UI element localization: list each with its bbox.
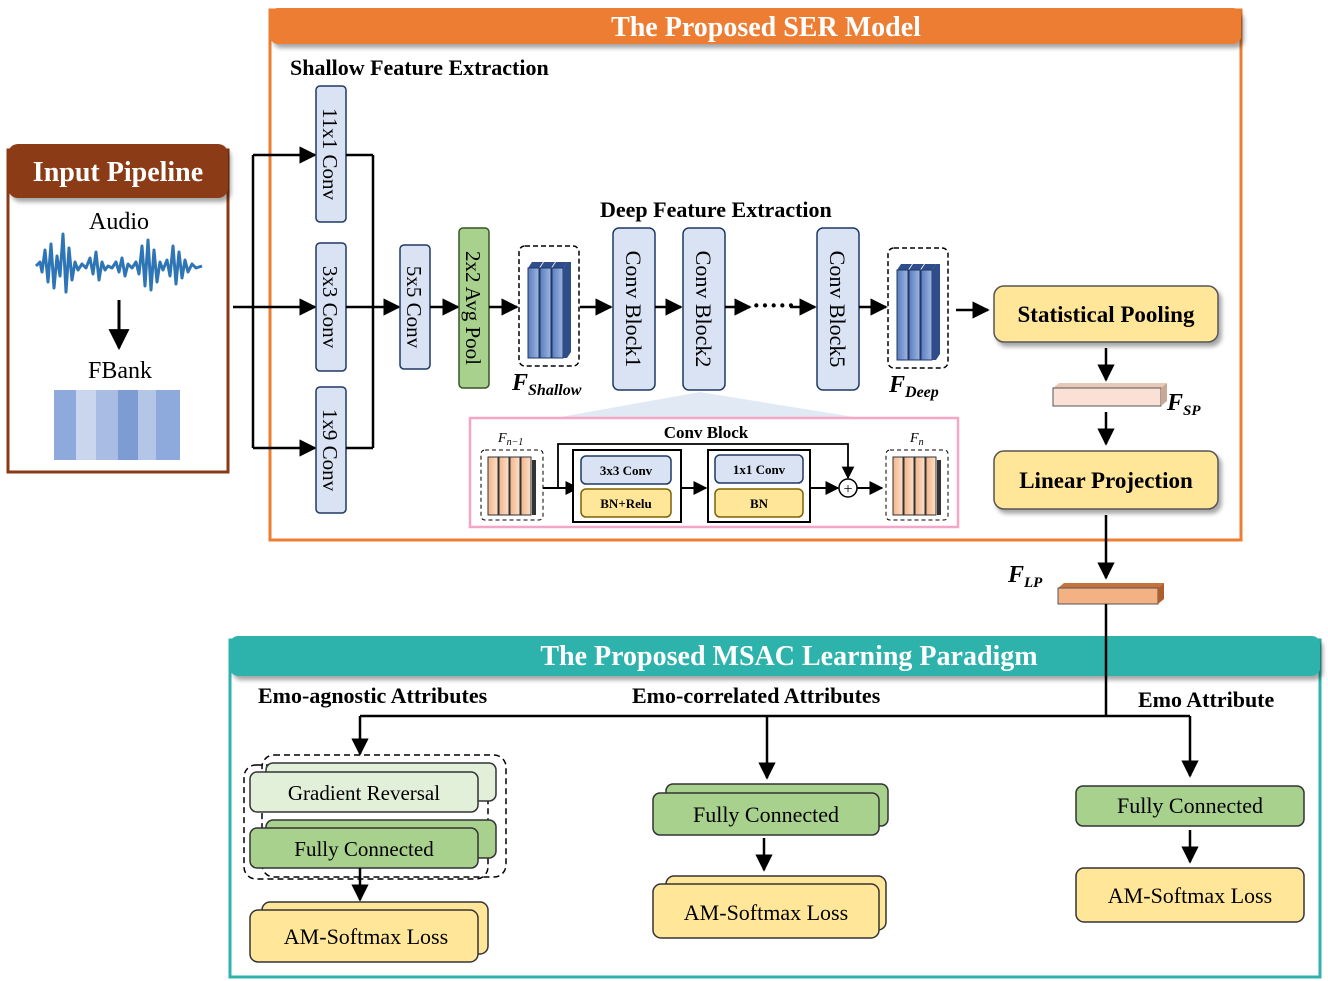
agnostic-am-softmax-label: AM-Softmax Loss xyxy=(284,924,448,949)
shallow-merge-connectors xyxy=(346,153,401,450)
input-pipeline-panel: Input Pipeline Audio FBank xyxy=(6,144,230,474)
f-lp-label: FLP xyxy=(1007,562,1043,591)
blocks-ellipsis: ····· xyxy=(752,291,795,320)
f-prev-feature-map xyxy=(480,449,544,521)
f-prev-label: Fn−1 xyxy=(497,431,523,448)
conv-5x5-label: 5x5 Conv xyxy=(402,266,426,349)
input-pipeline-header-bar xyxy=(8,144,228,198)
f-sp-label: FSP xyxy=(1166,390,1201,419)
agnostic-fully-connected-box xyxy=(249,827,479,869)
conv-block5-label: Conv Block5 xyxy=(825,251,850,368)
f-lp-vector xyxy=(1057,583,1164,605)
fbank-spectrogram-icon xyxy=(54,390,180,460)
f-deep-label: FDeep xyxy=(888,372,939,401)
agnostic-fully-connected-label: Fully Connected xyxy=(294,837,434,861)
msac-title: The Proposed MSAC Learning Paradigm xyxy=(540,641,1037,672)
conv-1x9-label: 1x9 Conv xyxy=(318,409,342,492)
conv-block2-label: Conv Block2 xyxy=(691,251,716,368)
conv-block5-box xyxy=(816,227,860,391)
correlated-am-softmax-label: AM-Softmax Loss xyxy=(684,900,848,925)
avg-pool-label: 2x2 Avg Pool xyxy=(461,251,485,365)
linear-projection-label: Linear Projection xyxy=(1019,468,1193,493)
audio-waveform-icon xyxy=(34,232,203,294)
emo-am-softmax-box xyxy=(1075,867,1305,923)
conv-11x1-label: 11x1 Conv xyxy=(318,108,342,200)
msac-header-bar xyxy=(230,636,1320,676)
detail-conv1x1-label: 1x1 Conv xyxy=(733,462,786,477)
emo-correlated-branch: Fully Connected AM-Softmax Loss xyxy=(652,783,889,939)
residual-add-symbol: + xyxy=(843,481,852,498)
emo-agnostic-title: Emo-agnostic Attributes xyxy=(258,683,488,708)
conv-block-detail-panel: Conv Block Fn−1 3x3 Conv BN+Relu 1x1 Con… xyxy=(468,416,960,529)
emo-agnostic-branch: Gradient Reversal Fully Connected AM-Sof… xyxy=(243,754,507,963)
correlated-fully-connected-label: Fully Connected xyxy=(693,802,839,827)
emo-am-softmax-label: AM-Softmax Loss xyxy=(1108,883,1272,908)
gradient-reversal-box xyxy=(249,771,479,813)
ser-model-title: The Proposed SER Model xyxy=(611,12,921,43)
conv-block-detail-title: Conv Block xyxy=(664,423,749,442)
conv-block2-box xyxy=(682,227,726,391)
detail-bn-relu-box xyxy=(580,488,672,518)
f-shallow-label: FShallow xyxy=(511,370,582,399)
audio-label: Audio xyxy=(89,209,149,235)
detail-bn-relu-label: BN+Relu xyxy=(600,496,651,511)
gradient-reversal-label: Gradient Reversal xyxy=(288,781,440,805)
agnostic-am-softmax-box xyxy=(249,909,479,963)
detail-bn-box xyxy=(714,488,804,518)
statistical-pooling-box xyxy=(993,285,1219,343)
emo-attribute-title: Emo Attribute xyxy=(1138,687,1275,712)
input-pipeline-title: Input Pipeline xyxy=(33,157,203,188)
conv-3x3-label: 3x3 Conv xyxy=(318,266,342,349)
detail-conv1x1-box xyxy=(714,454,804,484)
fbank-label: FBank xyxy=(88,358,152,384)
f-next-label: Fn xyxy=(909,431,924,448)
statistical-pooling-label: Statistical Pooling xyxy=(1018,302,1195,327)
conv-1x9-box xyxy=(315,386,347,514)
input-to-shallow-connectors xyxy=(233,146,317,457)
deep-feature-title: Deep Feature Extraction xyxy=(600,197,832,222)
correlated-fully-connected-box xyxy=(652,792,880,836)
f-sp-vector xyxy=(1052,383,1167,407)
ser-model-header-bar xyxy=(270,8,1241,44)
detail-conv3x3-label: 3x3 Conv xyxy=(600,463,653,478)
shallow-feature-title: Shallow Feature Extraction xyxy=(290,55,549,80)
detail-conv3x3-box xyxy=(580,455,672,485)
correlated-am-softmax-box xyxy=(652,883,880,939)
conv-block1-label: Conv Block1 xyxy=(621,251,646,368)
emo-fully-connected-box xyxy=(1075,785,1305,827)
conv-block1-box xyxy=(612,227,656,391)
f-deep-feature-map xyxy=(887,247,949,369)
shallow-conv-branches: 11x1 Conv 3x3 Conv 1x9 Conv xyxy=(315,85,347,514)
linear-projection-box xyxy=(993,450,1219,510)
detail-bn-label: BN xyxy=(750,496,769,511)
f-shallow-feature-map xyxy=(518,245,580,367)
residual-skip-path xyxy=(557,443,855,488)
emo-correlated-title: Emo-correlated Attributes xyxy=(632,683,881,708)
emo-fully-connected-label: Fully Connected xyxy=(1117,793,1263,818)
flp-distribution-connectors xyxy=(351,604,1199,780)
emo-attribute-branch: Fully Connected AM-Softmax Loss xyxy=(1075,785,1305,923)
f-next-feature-map xyxy=(885,449,949,521)
conv-block-zoom-wedge xyxy=(555,392,860,418)
